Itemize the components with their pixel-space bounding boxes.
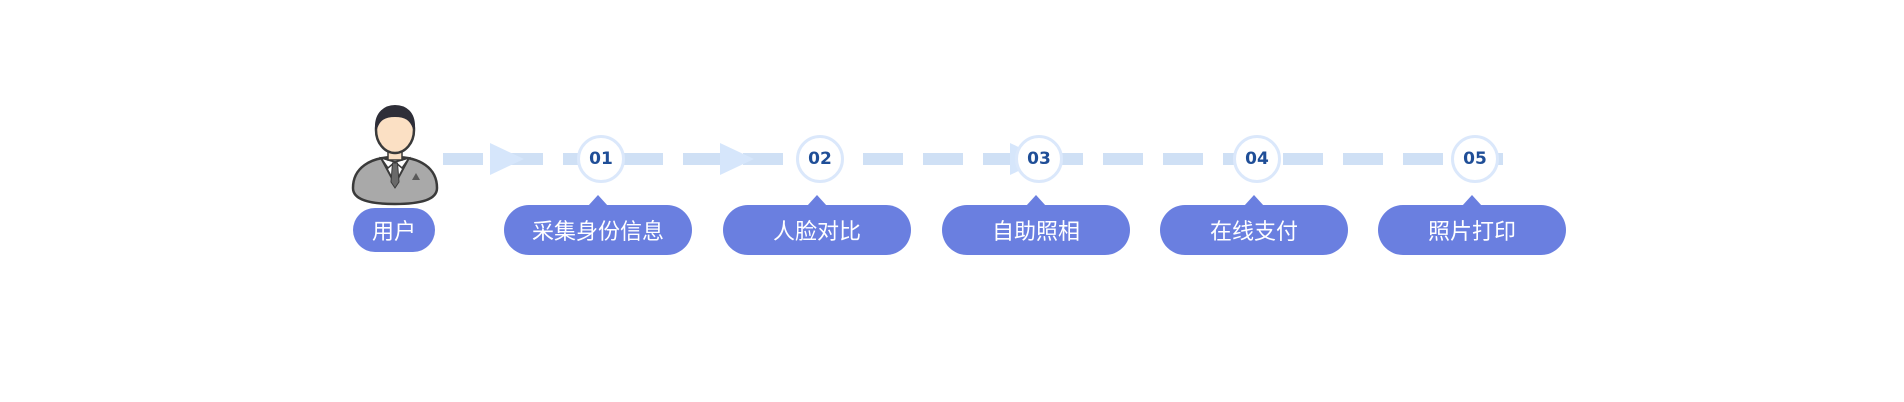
step-number-03: 03 — [1015, 135, 1063, 183]
step-label-face-compare: 人脸对比 — [723, 195, 911, 255]
step-label-self-photo: 自助照相 — [942, 195, 1130, 255]
step-number-01: 01 — [577, 135, 625, 183]
step-label-collect-identity: 采集身份信息 — [504, 195, 692, 255]
businessman-avatar-icon — [351, 104, 439, 206]
step-label-online-payment: 在线支付 — [1160, 195, 1348, 255]
step-number-05: 05 — [1451, 135, 1499, 183]
arrow-right-icon — [490, 143, 524, 175]
user-label: 用户 — [353, 208, 435, 252]
step-number-04: 04 — [1233, 135, 1281, 183]
step-number-02: 02 — [796, 135, 844, 183]
arrow-right-icon — [720, 143, 754, 175]
step-label-photo-print: 照片打印 — [1378, 195, 1566, 255]
